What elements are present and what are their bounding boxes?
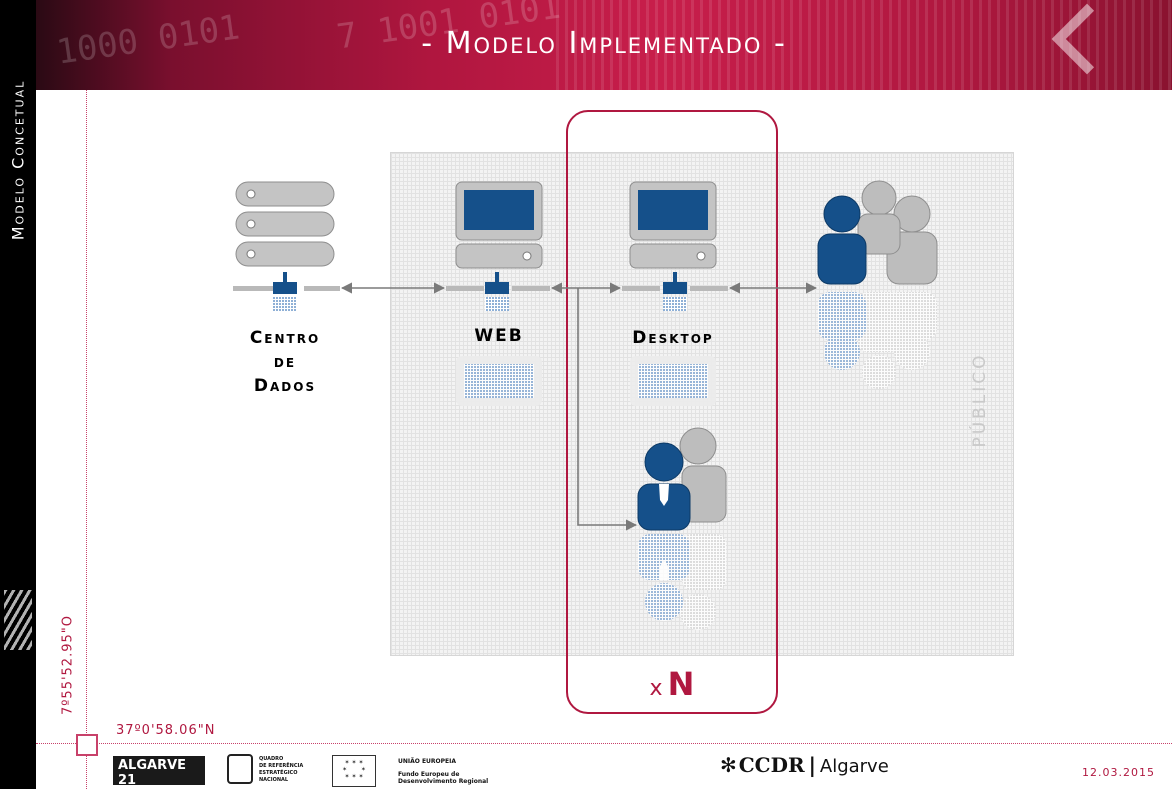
multiplier-n: N	[667, 665, 695, 703]
header-banner: 1000 0101 7 1001 0101 - Modelo Implement…	[36, 0, 1172, 90]
datacenter-label-line2: de	[273, 352, 297, 372]
vertical-guide-line	[86, 90, 87, 789]
decorative-slash-icon	[4, 590, 32, 650]
horizontal-guide-line	[36, 743, 1172, 744]
operator-users-reflection	[638, 534, 726, 630]
ccdr-region: Algarve	[819, 756, 889, 777]
algarve21-subtitle: PROGRAMA OPERACIONAL	[118, 788, 198, 795]
eu-flag-icon: ✶✶✶✶ ✶✶✶✶	[332, 755, 376, 787]
qren-logo: QUADRO DE REFERÊNCIA ESTRATÉGICO NACIONA…	[227, 752, 317, 788]
ccdr-separator: |	[808, 753, 816, 777]
network-connector-icon	[233, 272, 340, 311]
qren-text-line: QUADRO	[259, 756, 284, 762]
desktop-frame	[566, 110, 778, 714]
eu-logo: ✶✶✶✶ ✶✶✶✶ UNIÃO EUROPEIA Fundo Europeu d…	[332, 755, 502, 787]
multiplier-x: x	[649, 676, 663, 701]
operator-users-icon	[637, 427, 727, 531]
left-sidebar: Modelo Concetual	[0, 0, 36, 789]
datacenter-label: Centro de Dados	[215, 328, 355, 396]
ccdr-star-icon: ✻	[720, 753, 737, 777]
ccdr-logo: ✻CCDR|Algarve	[720, 753, 889, 783]
qren-text-line: DE REFERÊNCIA	[259, 763, 304, 769]
eu-stars-icon: ✶✶✶✶ ✶✶✶✶	[342, 759, 368, 780]
ccdr-brand: CCDR	[738, 753, 805, 777]
web-computer-icon	[455, 181, 543, 269]
date-label: 12.03.2015	[1082, 766, 1155, 779]
connection-arrows	[340, 282, 818, 531]
public-users-reflection	[818, 292, 937, 389]
desktop-label: Desktop	[632, 328, 714, 348]
latitude-label: 37º0'58.06"N	[116, 723, 216, 738]
decorative-stripes	[556, 0, 1172, 90]
corner-marker	[76, 734, 98, 756]
algarve21-title: ALGARVE 21	[118, 758, 187, 788]
page-title: - Modelo Implementado -	[421, 26, 787, 61]
eu-title: UNIÃO EUROPEIA	[398, 758, 457, 765]
network-connector-icon	[446, 272, 550, 311]
qren-text-line: ESTRATÉGICO	[259, 770, 298, 776]
algarve21-logo: ALGARVE 21 PROGRAMA OPERACIONAL	[113, 756, 205, 795]
public-users-icon	[817, 180, 938, 285]
web-reflection	[456, 356, 542, 406]
qren-text-line: NACIONAL	[259, 777, 289, 783]
datacenter-label-line1: Centro	[249, 328, 321, 348]
qren-text: QUADRO DE REFERÊNCIA ESTRATÉGICO NACIONA…	[259, 756, 303, 784]
desktop-reflection	[630, 356, 716, 406]
server-icon	[235, 181, 335, 267]
datacenter-label-line3: Dados	[253, 376, 317, 396]
multiplier-label: x N	[566, 665, 778, 703]
qren-mark-icon	[227, 754, 253, 784]
desktop-computer-icon	[629, 181, 717, 269]
eu-subtitle: Fundo Europeu de Desenvolvimento Regiona…	[398, 771, 489, 785]
web-label: WEB	[474, 326, 524, 346]
network-connector-icon	[622, 272, 728, 311]
